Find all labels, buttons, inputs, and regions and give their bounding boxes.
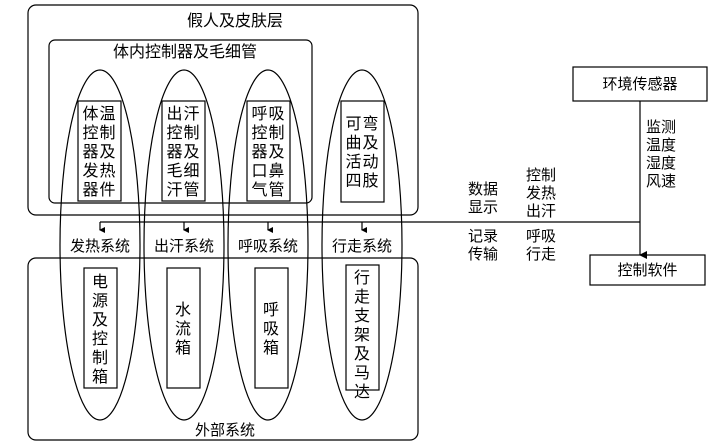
text-line: 马 [353,363,371,382]
text-line: 水 [174,300,192,319]
text-line: 毛细 [166,161,201,180]
text-line: 及 [91,310,109,329]
top-box-4 [340,100,385,203]
text-line: 呼吸 [251,104,286,123]
text-line: 传输 [468,245,499,263]
text-line: 箱 [91,367,109,386]
text-line: 曲及 [345,133,380,152]
text-line: 器及 [166,142,201,161]
external-system-title: 外部系统 [194,421,255,439]
internal-controller-box [48,39,313,204]
sweat-system-label: 出汗系统 [153,237,214,255]
breath-walk-label: 呼吸行走 [526,227,556,263]
sensor-monitor-label: 监测温度湿度风速 [646,118,676,190]
sweat-system-ellipse [143,69,225,421]
heating-system-label: 发热系统 [69,237,130,255]
text-line: 呼 [262,300,280,319]
control-heat-label: 控制发热出汗 [526,166,556,220]
text-line: 控制 [82,123,117,142]
sensor-label: 环境传感器 [602,75,678,93]
text-line: 可弯 [345,114,380,133]
text-line: 控制 [526,166,557,184]
top-box-2-text: 出汗控制器及毛细汗管 [162,104,205,199]
text-line: 行走 [526,245,557,263]
breath-system-label: 呼吸系统 [237,237,298,255]
dummy-skin-layer-title: 假人及皮肤层 [186,11,283,30]
breath-system-ellipse [227,69,309,421]
bottom-box-1 [83,267,118,389]
text-line: 器及 [251,142,286,161]
text-line: 汗管 [166,180,201,199]
text-line: 呼吸 [526,227,557,245]
text-line: 行 [353,268,371,287]
text-line: 箱 [174,338,192,357]
top-box-3-text: 呼吸控制器及口鼻气管 [247,104,290,199]
text-line: 制 [91,348,109,367]
bottom-box-3-text: 呼吸箱 [255,300,288,357]
text-line: 源 [91,291,109,310]
text-line: 监测 [646,118,677,136]
text-line: 及 [353,344,371,363]
text-line: 发热 [82,161,117,180]
internal-controller-title: 体内控制器及毛细管 [112,42,257,61]
data-display-label: 数据显示 [468,180,498,216]
text-line: 湿度 [646,154,677,172]
bottom-box-2 [166,267,201,389]
bottom-box-3 [254,267,289,389]
text-line: 体温 [82,104,117,123]
text-line: 数据 [468,180,499,198]
text-line: 箱 [262,338,280,357]
text-line: 四肢 [345,171,380,190]
software-box [589,254,706,286]
text-line: 发热 [526,184,557,202]
text-line: 记录 [468,227,499,245]
top-box-3 [246,100,291,202]
top-box-1 [77,100,122,202]
bottom-box-4-text: 行走支架及马达 [346,268,379,401]
text-line: 走 [353,287,371,306]
text-line: 风速 [646,172,677,190]
text-line: 流 [174,319,192,338]
walk-system-ellipse [321,69,403,421]
record-transmit-label: 记录传输 [468,227,498,263]
bottom-box-1-text: 电源及控制箱 [84,272,117,386]
text-line: 温度 [646,136,677,154]
software-label: 控制软件 [617,261,678,279]
text-line: 控制 [251,123,286,142]
text-line: 出汗 [166,104,201,123]
text-line: 达 [353,382,371,401]
external-system-box [27,257,419,441]
text-line: 气管 [251,180,286,199]
bottom-box-2-text: 水流箱 [167,300,200,357]
text-line: 支 [353,306,371,325]
text-line: 吸 [262,319,280,338]
text-line: 控制 [166,123,201,142]
heating-system-ellipse [59,69,141,421]
text-line: 活动 [345,152,380,171]
text-line: 口鼻 [251,161,286,180]
text-line: 电 [91,272,109,291]
text-line: 架 [353,325,371,344]
top-box-4-text: 可弯曲及活动四肢 [341,114,384,190]
text-line: 器及 [82,142,117,161]
text-line: 器件 [82,180,117,199]
text-line: 显示 [468,198,499,216]
text-line: 出汗 [526,202,557,220]
top-box-2 [161,100,206,202]
top-box-1-text: 体温控制器及发热器件 [78,104,121,199]
bottom-box-4 [345,264,380,391]
text-line: 控 [91,329,109,348]
walk-system-label: 行走系统 [331,237,392,255]
